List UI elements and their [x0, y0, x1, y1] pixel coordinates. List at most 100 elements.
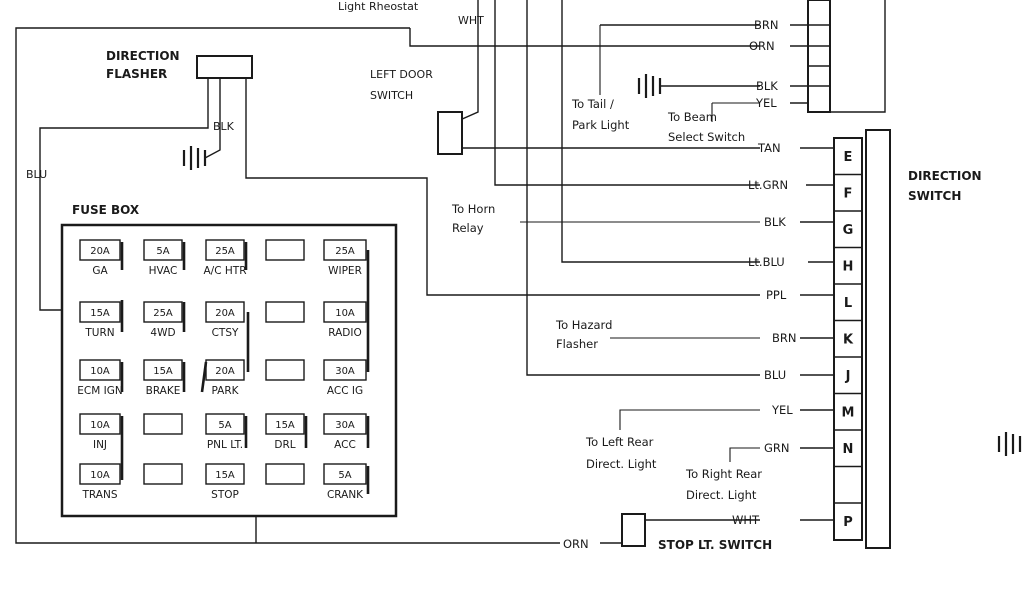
fuse-name: INJ [93, 439, 107, 451]
fuse-slot: 5A PNL LT. [205, 413, 245, 451]
fuse-body [323, 301, 367, 323]
switch-wire-label: BLU [764, 368, 786, 382]
switch-pin-label: L [844, 296, 852, 311]
fuse-rating: 10A [90, 366, 110, 377]
fuse-rating: 5A [338, 470, 351, 481]
to-hazard-label-2: Flasher [556, 337, 598, 351]
top-wire-label: YEL [755, 96, 777, 110]
fuse-name: PNL LT. [207, 439, 243, 451]
left-door-switch-label: LEFT DOOR [370, 68, 433, 81]
ground-icon [637, 74, 662, 98]
fuse-body [205, 239, 245, 261]
switch-wire-label: Lt.GRN [748, 178, 788, 192]
fuse-rating: 5A [218, 420, 231, 431]
fuse-body [79, 463, 121, 485]
fuse-slot [265, 463, 305, 485]
fuse-body [205, 463, 245, 485]
fuse-rating: 15A [90, 308, 110, 319]
fuse-slot [265, 301, 305, 323]
left-door-switch-box [437, 111, 463, 155]
fuse-name: WIPER [328, 265, 362, 277]
direction-switch-body [865, 129, 891, 549]
fuse-rating: 30A [335, 366, 355, 377]
switch-pin-label: E [844, 150, 853, 165]
fuse-rating: 5A [156, 246, 169, 257]
fuse-body [143, 301, 183, 323]
fuse-body [323, 463, 367, 485]
switch-pin-label: F [844, 187, 853, 202]
fuse-body [323, 359, 367, 381]
fuse-name: TURN [84, 327, 114, 339]
orn-bottom-wire-label: ORN [563, 537, 589, 551]
fuse-name: STOP [211, 489, 239, 501]
wht-top-label: WHT [458, 14, 484, 27]
direction-flasher-label-2: FLASHER [106, 67, 167, 81]
to-tail-label: To Tail / [571, 97, 614, 111]
fuse-body [79, 301, 121, 323]
fuse-name: PARK [211, 385, 239, 397]
harness-wires [15, 0, 886, 544]
fuse-name: ECM IGN [77, 385, 122, 397]
fuse-slot: 10A INJ [79, 413, 121, 451]
to-horn-label: To Horn [451, 202, 495, 216]
fuse-body [265, 413, 305, 435]
fuse-rating: 10A [90, 420, 110, 431]
fuse-rating: 25A [153, 308, 173, 319]
fuse-name: GA [92, 265, 108, 277]
fuse-body [143, 239, 183, 261]
fuse-body [143, 413, 183, 435]
stop-light-switch-label: STOP LT. SWITCH [658, 538, 772, 552]
to-left-rear-label: To Left Rear [585, 435, 654, 449]
fuse-slot: 20A CTSY [205, 301, 245, 339]
fuse-name: ACC [334, 439, 356, 451]
fuse-slot: 30A ACC [323, 413, 367, 451]
left-door-switch-label-2: SWITCH [370, 89, 413, 102]
fuse-slot [265, 359, 305, 381]
switch-pin-label: H [843, 260, 854, 275]
fuse-body [79, 413, 121, 435]
top-connector [807, 0, 831, 113]
fuse-rating: 20A [215, 308, 235, 319]
direction-flasher-box [196, 55, 253, 79]
fuse-slot: 15A TURN [79, 301, 121, 339]
fuse-slot [143, 463, 183, 485]
light-rheostat-label: Light Rheostat [338, 0, 419, 13]
fuse-slot: 5A CRANK [323, 463, 367, 501]
fuse-body [205, 413, 245, 435]
fuse-rating: 15A [215, 470, 235, 481]
switch-pin-label: G [843, 223, 854, 238]
switch-wire-label: BLK [764, 215, 786, 229]
fuse-name: CRANK [327, 489, 364, 501]
to-left-rear-label-2: Direct. Light [586, 457, 657, 471]
blk-flasher-label: BLK [213, 120, 235, 133]
fuse-name: BRAKE [146, 385, 181, 397]
switch-pin-label: P [843, 515, 853, 530]
fuse-body [265, 359, 305, 381]
fuse-rating: 10A [335, 308, 355, 319]
to-tail-label-2: Park Light [572, 118, 630, 132]
fuse-rating: 30A [335, 420, 355, 431]
switch-pin-label: N [843, 442, 854, 457]
switch-pin-label: M [842, 406, 855, 421]
direction-switch-label-2: SWITCH [908, 189, 961, 203]
ground-icon [182, 146, 207, 170]
fuse-body [265, 463, 305, 485]
switch-wire-label: WHT [732, 513, 760, 527]
switch-pin-label: K [843, 333, 854, 348]
fuse-name: TRANS [82, 489, 118, 501]
fuse-body [79, 359, 121, 381]
fuse-slot [143, 413, 183, 435]
fuse-body [323, 239, 367, 261]
fuse-body [265, 239, 305, 261]
fuse-name: CTSY [212, 327, 239, 339]
ground-icon [997, 432, 1022, 456]
